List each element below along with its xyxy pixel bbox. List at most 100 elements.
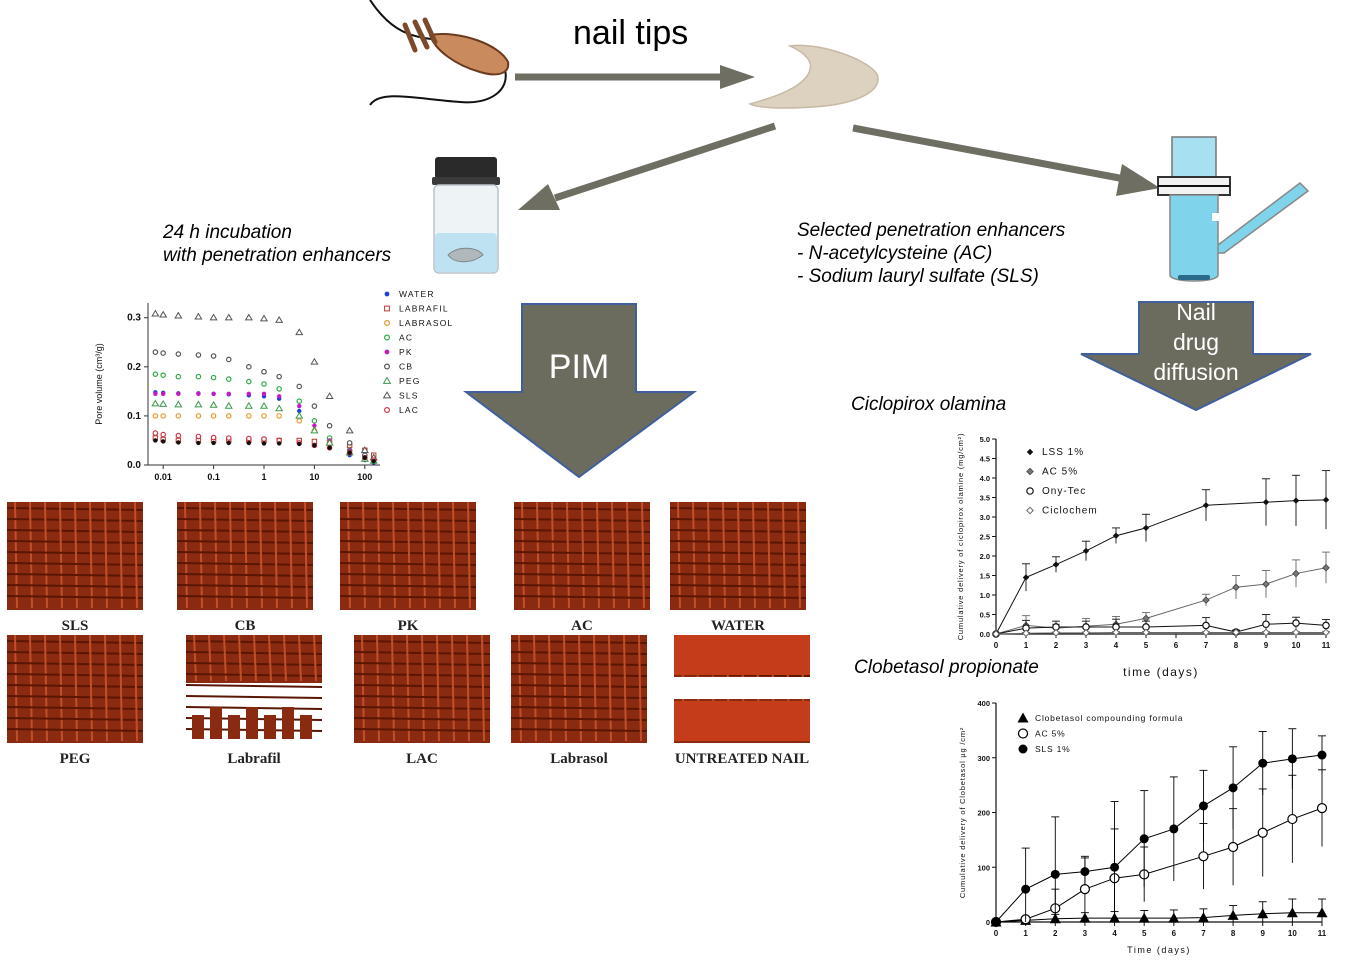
grid-line: [185, 695, 323, 699]
x-tick-label: 1: [261, 472, 266, 482]
grid-line: [253, 634, 257, 682]
legend-label: PK: [399, 347, 413, 357]
data-point: [160, 439, 166, 444]
data-point: [211, 440, 216, 446]
incubation-vial: [432, 157, 500, 274]
data-point: [246, 413, 252, 419]
legend-marker: [1018, 744, 1028, 754]
grid-line: [421, 634, 425, 742]
selected-line-1: Selected penetration enhancers: [797, 220, 1066, 241]
grid-line: [638, 634, 642, 742]
x-tick-label: 8: [1231, 929, 1236, 938]
x-tick-label: 7: [1201, 929, 1206, 938]
pim-label: PIM: [548, 348, 610, 386]
legend-marker: [384, 319, 391, 326]
x-tick-label: 7: [1204, 641, 1209, 650]
grid-pillar: [210, 707, 222, 739]
data-point: [1079, 884, 1091, 895]
x-tick-label: 1: [1023, 929, 1028, 938]
legend-label: SLS: [399, 391, 419, 401]
data-point: [1262, 498, 1270, 506]
data-point: [225, 413, 232, 419]
legend-label: LAC: [399, 405, 419, 415]
y-tick-label: 2.5: [980, 533, 990, 542]
legend-marker: [1026, 448, 1034, 456]
data-point: [1316, 803, 1328, 814]
x-tick-label: 2: [1053, 929, 1058, 938]
x-axis-label: time (days): [1123, 665, 1199, 679]
pore-grid-label: SLS: [61, 618, 89, 634]
data-point: [371, 458, 376, 464]
grid-line: [353, 717, 491, 721]
data-point: [1202, 596, 1210, 604]
x-tick-label: 11: [1318, 929, 1327, 938]
data-point: [360, 446, 369, 453]
data-point: [159, 310, 168, 318]
x-tick-label: 11: [1322, 641, 1331, 650]
y-tick-label: 200: [977, 809, 990, 818]
data-point: [1228, 783, 1238, 793]
x-tick-label: 4: [1112, 929, 1117, 938]
x-tick-label: 4: [1114, 641, 1119, 650]
series-line: [995, 912, 1322, 923]
data-point: [151, 399, 160, 407]
grid-line: [536, 501, 540, 609]
grid-line: [376, 634, 380, 742]
grid-line: [259, 501, 263, 609]
grid-line: [304, 501, 308, 609]
grid-line: [737, 501, 741, 609]
data-point: [347, 450, 352, 455]
y-axis-label: Cumulative delivery of ciclopirox olamin…: [956, 433, 965, 641]
grid-line: [377, 501, 381, 609]
ciclopirox-title: Ciclopirox olamina: [851, 394, 1007, 415]
legend-label: AC 5%: [1035, 729, 1065, 739]
pore-grid-1: CB: [175, 500, 315, 635]
grid-line: [74, 634, 78, 742]
grid-line: [596, 501, 600, 609]
grid-line: [797, 501, 801, 609]
fingertip-illustration: [369, 0, 510, 106]
grid-line: [289, 501, 293, 609]
data-point: [296, 398, 303, 404]
grid-line: [176, 573, 314, 577]
pore-grid-label: LAC: [406, 751, 438, 767]
data-point: [160, 391, 166, 397]
grid-line: [451, 634, 455, 742]
y-tick-label: 0.2: [127, 362, 141, 373]
data-point: [1022, 574, 1030, 581]
diffusion-arrow: [1080, 301, 1312, 412]
data-point: [1227, 841, 1239, 853]
data-point: [1168, 912, 1180, 923]
data-point: [152, 349, 159, 355]
data-point: [225, 376, 232, 382]
data-point: [1198, 851, 1209, 862]
grid-line: [669, 595, 807, 599]
legend-label: SLS 1%: [1035, 744, 1071, 754]
y-tick-label: 3.5: [980, 494, 990, 503]
pore-grid-4: WATER: [668, 500, 808, 635]
data-point: [312, 423, 317, 428]
pore-grid-image: [6, 501, 144, 610]
grid-line: [6, 595, 144, 599]
legend-marker: [1026, 506, 1034, 515]
data-point: [1257, 827, 1268, 838]
grid-line: [229, 501, 233, 609]
data-point: [1169, 824, 1179, 834]
grid-line: [722, 501, 726, 609]
data-point: [194, 312, 203, 320]
data-point: [259, 401, 269, 409]
data-point: [1110, 862, 1120, 872]
grid-line: [566, 501, 570, 609]
grid-line: [44, 634, 48, 742]
pore-grid-label: Labrasol: [550, 751, 608, 767]
y-tick-label: 0: [986, 918, 990, 927]
data-point: [175, 432, 182, 439]
grid-line: [74, 501, 78, 609]
diffusion-label-2: drug: [1172, 329, 1220, 355]
grid-pillar: [228, 715, 240, 739]
selected-line-2: - N-acetylcysteine (AC): [797, 243, 993, 264]
pore-grid-image: [510, 634, 648, 743]
grid-line: [268, 634, 272, 682]
data-point: [297, 408, 302, 414]
grid-line: [208, 634, 212, 682]
